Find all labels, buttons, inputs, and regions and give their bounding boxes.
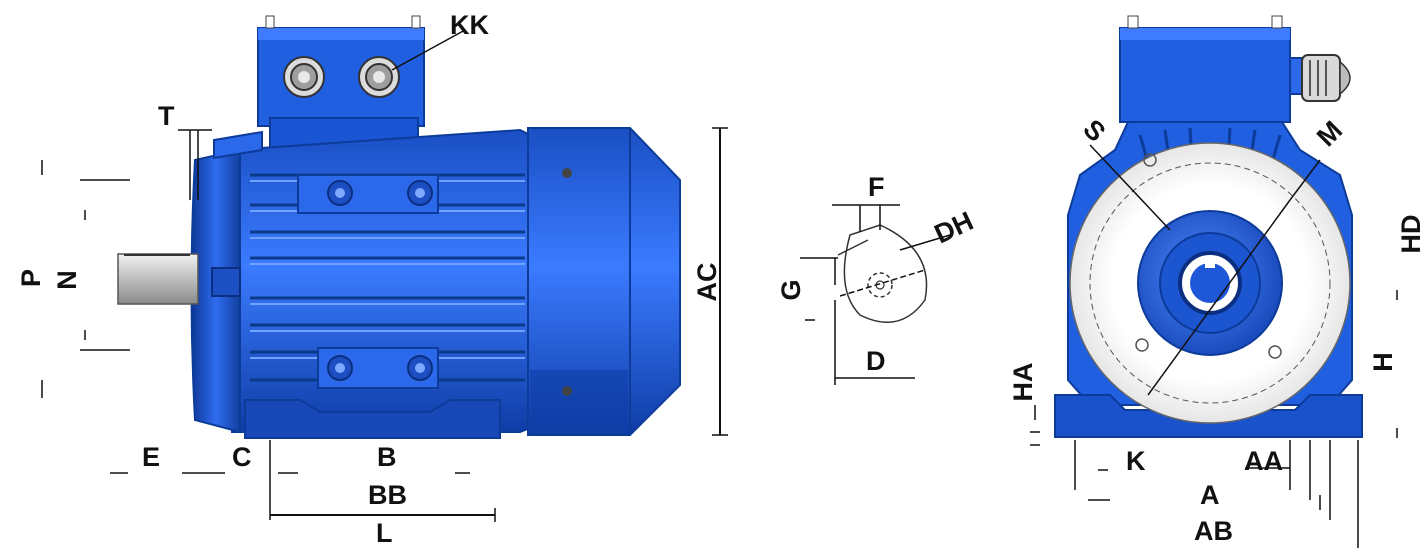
label-ha: HA <box>1008 363 1038 402</box>
cable-gland-right <box>358 56 400 98</box>
mounting-feet <box>244 399 501 439</box>
shaft <box>117 253 199 305</box>
label-f: F <box>868 172 885 202</box>
label-d: D <box>866 346 886 376</box>
label-bb: BB <box>368 480 407 510</box>
cooling-fins <box>250 173 525 382</box>
label-aa: AA <box>1244 446 1283 476</box>
shaft-end-section <box>843 224 928 323</box>
label-b: B <box>377 442 397 472</box>
lifting-bosses <box>297 174 439 389</box>
label-ac: AC <box>692 263 722 302</box>
end-dimension-lines <box>1030 144 1398 548</box>
end-terminal-box <box>1119 15 1305 123</box>
label-k: K <box>1126 446 1146 476</box>
label-hd: HD <box>1396 215 1424 254</box>
label-m: M <box>1311 115 1348 152</box>
label-s: S <box>1077 114 1111 148</box>
end-cable-gland <box>1301 54 1351 102</box>
label-h: H <box>1368 352 1398 372</box>
end-view <box>1030 15 1398 548</box>
label-p: P <box>16 269 46 287</box>
label-g: G <box>776 279 806 300</box>
label-dh: DH <box>930 206 978 250</box>
side-dimension-lines <box>41 29 728 522</box>
label-n: N <box>52 270 82 290</box>
shaft-key-detail <box>800 204 951 385</box>
label-ab: AB <box>1194 516 1233 546</box>
label-kk: KK <box>450 10 489 40</box>
side-view <box>41 15 728 522</box>
label-l: L <box>376 518 393 548</box>
label-e: E <box>142 442 160 472</box>
cable-gland-left <box>283 56 325 98</box>
label-c: C <box>232 442 252 472</box>
label-a: A <box>1200 480 1220 510</box>
terminal-box <box>257 15 425 159</box>
label-t: T <box>158 101 175 131</box>
